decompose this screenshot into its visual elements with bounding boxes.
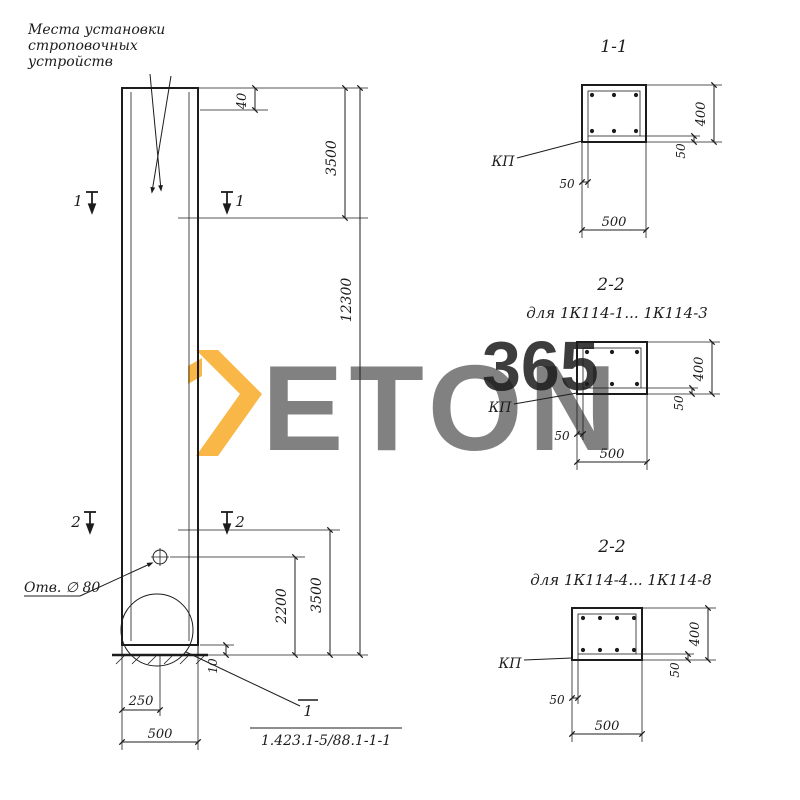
section-2-2a-title: 2-2 [596,275,624,295]
dim-40: 40 [235,93,250,111]
elevation-dimensions: 40 3500 12300 3500 2200 10 250 500 [118,84,368,750]
dim-12300: 12300 [339,278,355,323]
section-2-2b-subtitle: для 1К114-4... 1К114-8 [530,571,712,589]
sling-note-line2: строповочных [28,38,138,54]
dim-500: 500 [595,719,620,734]
dim-400: 400 [688,622,703,648]
kp-label: КП [487,400,512,416]
ground-hatching [115,655,205,665]
section-2-2b-title: 2-2 [597,537,625,557]
rebar-dots [584,349,640,387]
section2-mark-left: 2 [70,513,81,531]
watermark-brand-text: ETON [262,340,623,476]
rebar-dots [589,92,639,134]
section-1-1: 1-1 КП 400 50 50 500 [490,37,722,238]
section-marks: 1 1 2 2 [70,191,245,535]
watermark-number-text: 365 [482,327,599,405]
watermark-logo-icon [188,350,262,456]
dim-10: 10 [206,658,220,674]
sling-note-line1: Места установки [27,22,165,38]
dim-500: 500 [602,215,627,230]
dim-500: 500 [600,447,625,462]
doc-reference: 1.423.1-5/88.1-1-1 [261,733,391,749]
dim-3500-bottom: 3500 [309,577,325,613]
dim-2200: 2200 [274,588,290,625]
dim-250: 250 [128,694,154,709]
section1-mark-right: 1 [235,192,245,210]
dim-50-bottom: 50 [559,177,575,191]
hole-note-text: Отв. ∅ 80 [24,580,100,596]
dim-50-bottom: 50 [549,693,565,707]
dim-50-side: 50 [674,143,688,159]
detail-number: 1 [303,702,313,720]
section2-mark-right: 2 [234,513,245,531]
section-2-2a-subtitle: для 1К114-1... 1К114-3 [526,304,708,322]
section-1-1-title: 1-1 [600,37,627,57]
sling-note: Места установки строповочных устройств [27,22,172,194]
watermark: ETON 365 [188,327,623,476]
kp-label: КП [490,154,515,170]
section1-mark-left: 1 [73,192,83,210]
sling-note-line3: устройств [27,54,113,70]
hole-callout: Отв. ∅ 80 [24,548,169,597]
section-2-2-a: 2-2 для 1К114-1... 1К114-3 КП 400 50 50 … [487,275,720,470]
dim-50-side: 50 [668,662,682,678]
column-elevation [112,87,208,665]
dim-400: 400 [692,357,707,383]
dim-3500-top: 3500 [324,140,340,176]
section-2-2-b: 2-2 для 1К114-4... 1К114-8 КП 400 50 50 … [497,537,716,742]
dim-50-bottom: 50 [554,429,570,443]
dim-50-side: 50 [672,395,686,411]
dim-400: 400 [694,102,709,128]
dim-500: 500 [148,727,173,742]
detail-callout: 1 1.423.1-5/88.1-1-1 [120,593,402,749]
kp-label: КП [497,656,522,672]
rebar-dots [580,615,637,653]
